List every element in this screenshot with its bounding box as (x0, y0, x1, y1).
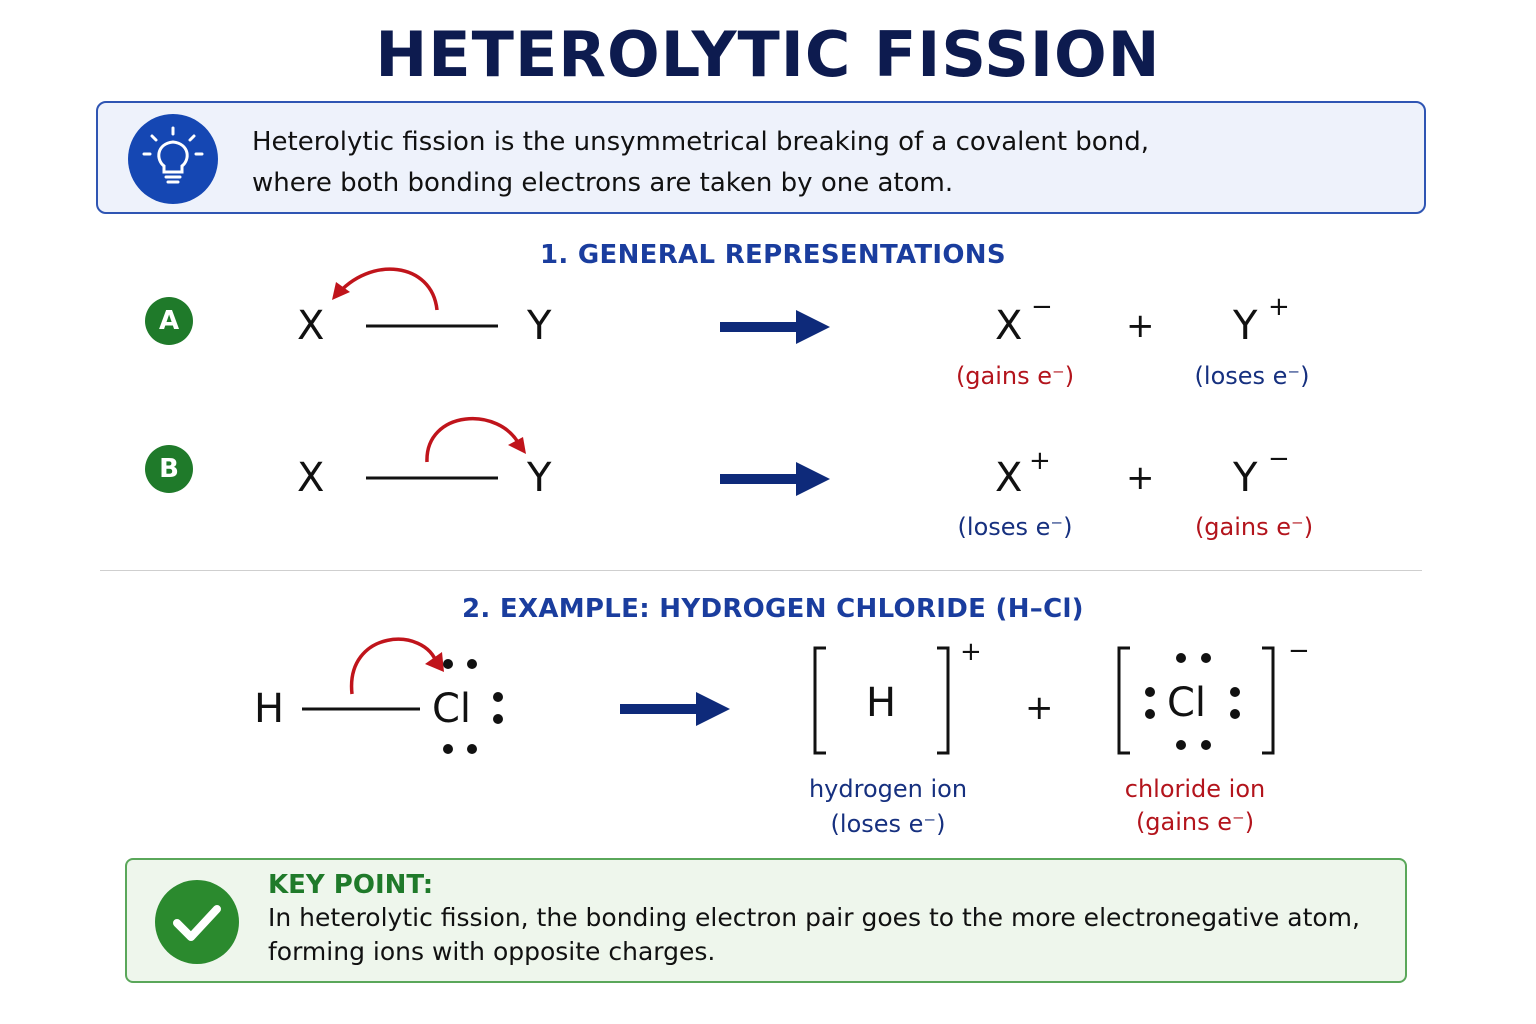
badge-b: B (145, 445, 193, 493)
row-b-left-atom: X (297, 455, 325, 501)
definition-line-1: Heterolytic fission is the unsymmetrical… (252, 127, 1149, 157)
hydrogen-ion-atom: H (866, 680, 897, 726)
hydrogen-ion-charge: + (960, 637, 982, 667)
key-point-line-2: forming ions with opposite charges. (268, 937, 716, 966)
hydrogen-ion-name: hydrogen ion (808, 775, 968, 803)
row-a-plus: + (1126, 306, 1155, 346)
chloride-ion-atom: Cl (1167, 680, 1207, 726)
key-point-title: KEY POINT: (268, 870, 434, 900)
row-a-product1-charge: − (1031, 292, 1053, 322)
row-b-plus: + (1126, 458, 1155, 498)
key-point-box (125, 858, 1407, 983)
row-a-product2-atom: Y (1233, 303, 1258, 349)
chloride-ion-charge: − (1288, 636, 1310, 666)
reactant-hydrogen: H (254, 686, 285, 732)
hcl-reaction-arrow (620, 692, 730, 726)
section-divider (100, 570, 1422, 571)
row-b-curved-arrow (425, 416, 522, 463)
hcl-curved-arrow-head (425, 652, 444, 672)
row-b-product1-note: (loses e⁻) (957, 513, 1073, 541)
row-a-product2-charge: + (1268, 292, 1290, 322)
lightbulb-icon (128, 114, 218, 204)
row-b-product2-atom: Y (1233, 455, 1258, 501)
hydrogen-ion-brackets (813, 646, 950, 755)
hcl-curved-arrow (350, 637, 439, 695)
row-a-product1-atom: X (995, 303, 1023, 349)
row-a-product2-note: (loses e⁻) (1194, 362, 1310, 390)
page-title: HETEROLYTIC FISSION (375, 18, 1161, 91)
row-b-right-atom: Y (527, 455, 552, 501)
hcl-chlorine-lone-pairs (443, 659, 503, 754)
reactant-chlorine: Cl (432, 686, 472, 732)
row-a-reaction-arrow (720, 310, 830, 344)
products-plus: + (1025, 688, 1054, 728)
section2-heading: 2. EXAMPLE: HYDROGEN CHLORIDE (H–Cl) (462, 594, 1084, 624)
badge-a: A (145, 297, 193, 345)
row-a-curved-arrow-head (332, 282, 350, 300)
row-b-product1-charge: + (1029, 446, 1051, 476)
row-a-product1-note: (gains e⁻) (955, 362, 1075, 390)
definition-box (96, 101, 1426, 214)
chloride-ion-note: (gains e⁻) (1135, 808, 1255, 836)
definition-text: Heterolytic fission is the unsymmetrical… (252, 122, 1149, 204)
chloride-ion-electrons (1145, 653, 1240, 750)
hydrogen-ion-note: (loses e⁻) (830, 810, 946, 838)
chloride-ion-name: chloride ion (1124, 775, 1266, 803)
chloride-ion-brackets (1117, 646, 1275, 755)
section1-heading: 1. GENERAL REPRESENTATIONS (540, 240, 1006, 270)
key-point-text: In heterolytic fission, the bonding elec… (268, 901, 1360, 969)
checkmark-icon (155, 880, 239, 964)
definition-line-2: where both bonding electrons are taken b… (252, 168, 954, 198)
row-b-reaction-arrow (720, 462, 830, 496)
key-point-line-1: In heterolytic fission, the bonding elec… (268, 903, 1360, 932)
row-b-curved-arrow-head (508, 437, 526, 454)
row-b-product2-note: (gains e⁻) (1194, 513, 1314, 541)
row-a-curved-arrow (334, 267, 439, 311)
row-a-right-atom: Y (527, 303, 552, 349)
row-a-left-atom: X (297, 303, 325, 349)
row-b-product1-atom: X (995, 455, 1023, 501)
row-b-product2-charge: − (1268, 444, 1290, 474)
